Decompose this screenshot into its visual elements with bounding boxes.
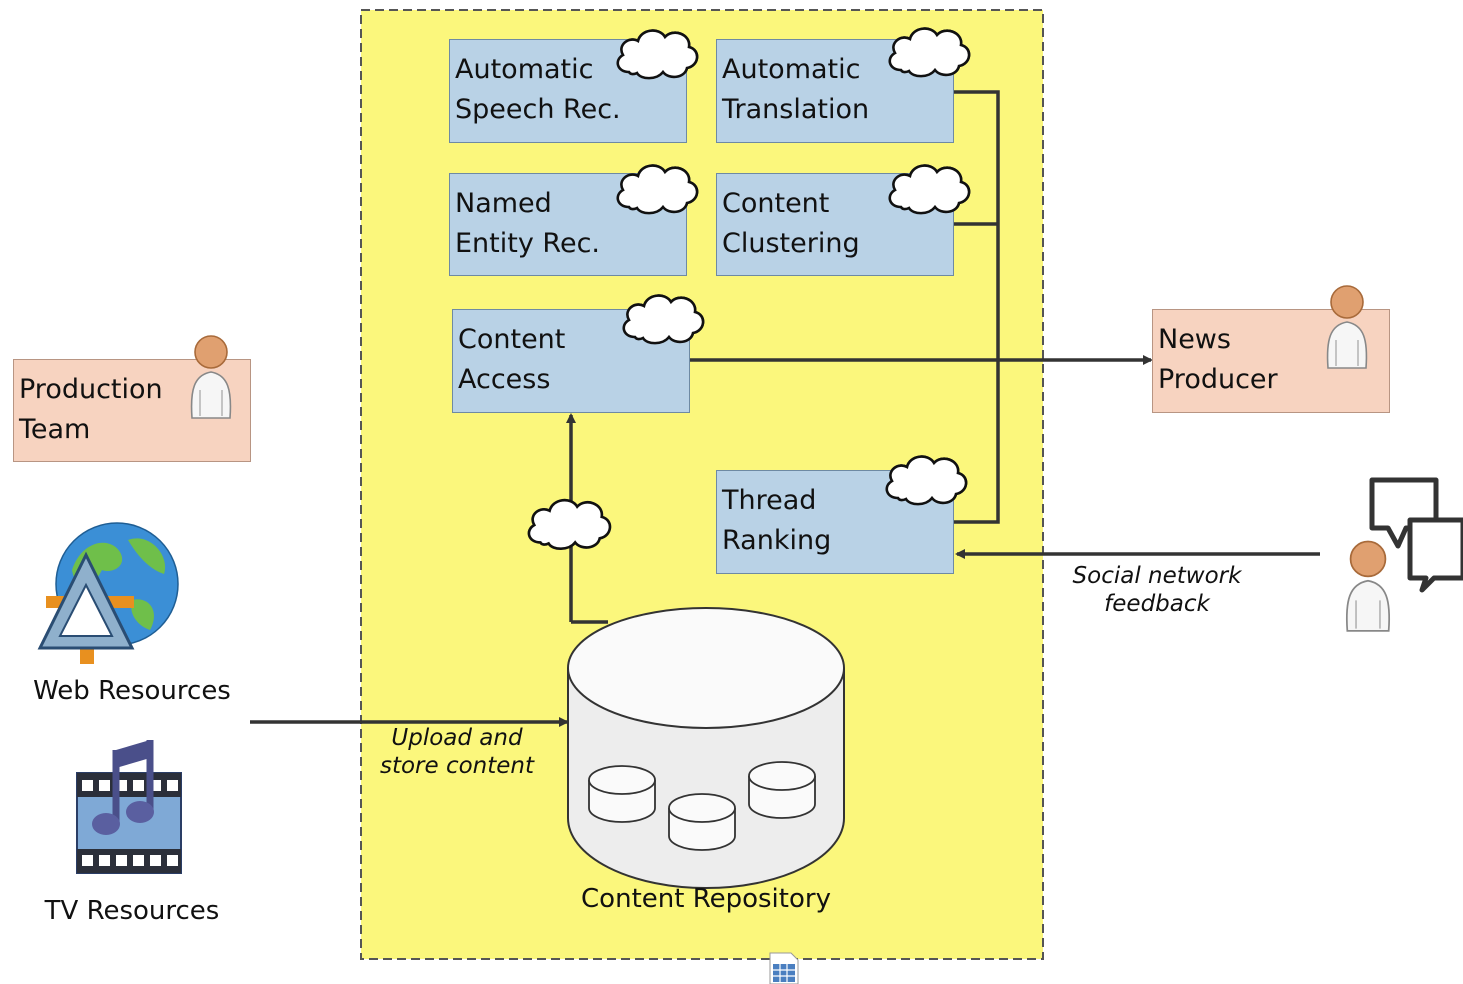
- table-icon: [769, 952, 799, 984]
- clustering-label: Content Clustering: [722, 188, 860, 259]
- web-resources-label: Web Resources: [33, 676, 231, 706]
- ner-label: Named Entity Rec.: [455, 188, 600, 259]
- database-icon: [567, 607, 845, 889]
- globe-icon: [37, 522, 179, 664]
- news-producer-label: News Producer: [1158, 324, 1278, 395]
- asr-service[interactable]: Automatic Speech Rec.: [449, 39, 687, 143]
- news-producer-actor[interactable]: News Producer: [1152, 309, 1390, 413]
- upload-label: Upload and store content: [379, 725, 535, 780]
- asr-label: Automatic Speech Rec.: [455, 54, 621, 125]
- translation-label: Automatic Translation: [722, 54, 870, 125]
- thread-ranking-label: Thread Ranking: [722, 485, 832, 556]
- production-team-actor[interactable]: Production Team: [13, 359, 251, 462]
- social-feedback-label: Social network feedback: [1072, 563, 1242, 618]
- media-icon: [76, 740, 182, 874]
- production-team-label: Production Team: [19, 374, 163, 445]
- content-access-service[interactable]: Content Access: [452, 309, 690, 413]
- content-access-label: Content Access: [458, 324, 566, 395]
- repository-label: Content Repository: [581, 884, 831, 914]
- translation-service[interactable]: Automatic Translation: [716, 39, 954, 143]
- connectors: [250, 90, 1320, 727]
- thread-ranking-service[interactable]: Thread Ranking: [716, 470, 954, 574]
- clustering-service[interactable]: Content Clustering: [716, 173, 954, 276]
- bus-line: [954, 90, 1000, 524]
- speech-bubble-icon: [1369, 477, 1463, 593]
- tv-resources-label: TV Resources: [44, 896, 220, 926]
- ner-service[interactable]: Named Entity Rec.: [449, 173, 687, 276]
